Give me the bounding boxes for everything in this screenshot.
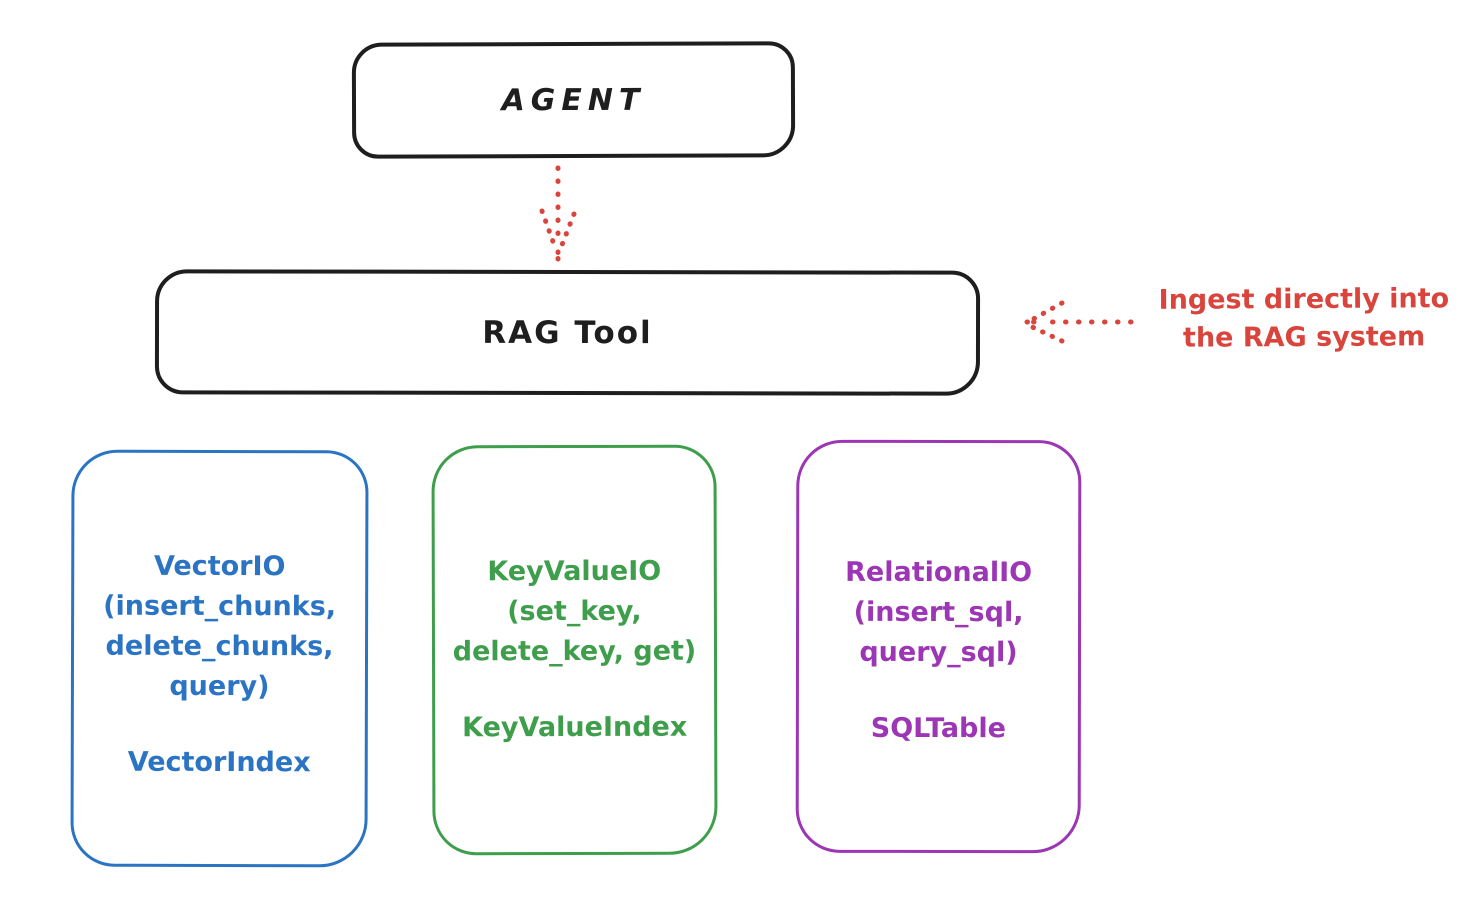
relational-store-box: RelationalIO (insert_sql, query_sql) SQL… [795, 439, 1082, 854]
ingest-arrow [1021, 300, 1134, 344]
agent-box: AGENT [351, 41, 796, 159]
vector-store-box: VectorIO (insert_chunks, delete_chunks, … [70, 449, 369, 868]
keyvalue-store-methods-line2: delete_key, get) [452, 635, 697, 668]
vector-store-index-label: VectorIndex [127, 746, 311, 779]
keyvalue-store-box: KeyValueIO (set_key, delete_key, get) Ke… [431, 444, 718, 856]
rag-tool-box: RAG Tool [154, 269, 981, 396]
agent-box-label: AGENT [501, 82, 646, 118]
vector-store-title: VectorIO [153, 550, 286, 583]
agent-to-rag-arrow [539, 165, 577, 262]
rag-tool-box-label: RAG Tool [482, 314, 653, 351]
keyvalue-store-title: KeyValueIO [487, 555, 662, 588]
keyvalue-store-index-label: KeyValueIndex [462, 711, 688, 744]
ingest-annotation: Ingest directly into the RAG system [1128, 280, 1480, 358]
ingest-annotation-line2: the RAG system [1182, 321, 1426, 354]
relational-store-methods-line1: (insert_sql, [853, 596, 1024, 629]
vector-store-methods-line2: delete_chunks, [105, 630, 334, 663]
relational-store-title: RelationalIO [845, 556, 1033, 589]
vector-store-methods-line1: (insert_chunks, [103, 590, 337, 623]
relational-store-methods-line2: query_sql) [859, 636, 1018, 669]
ingest-annotation-line1: Ingest directly into [1158, 283, 1450, 316]
relational-store-index-label: SQLTable [870, 712, 1006, 745]
vector-store-methods-line3: query) [169, 670, 270, 703]
keyvalue-store-methods-line1: (set_key, [507, 595, 642, 628]
